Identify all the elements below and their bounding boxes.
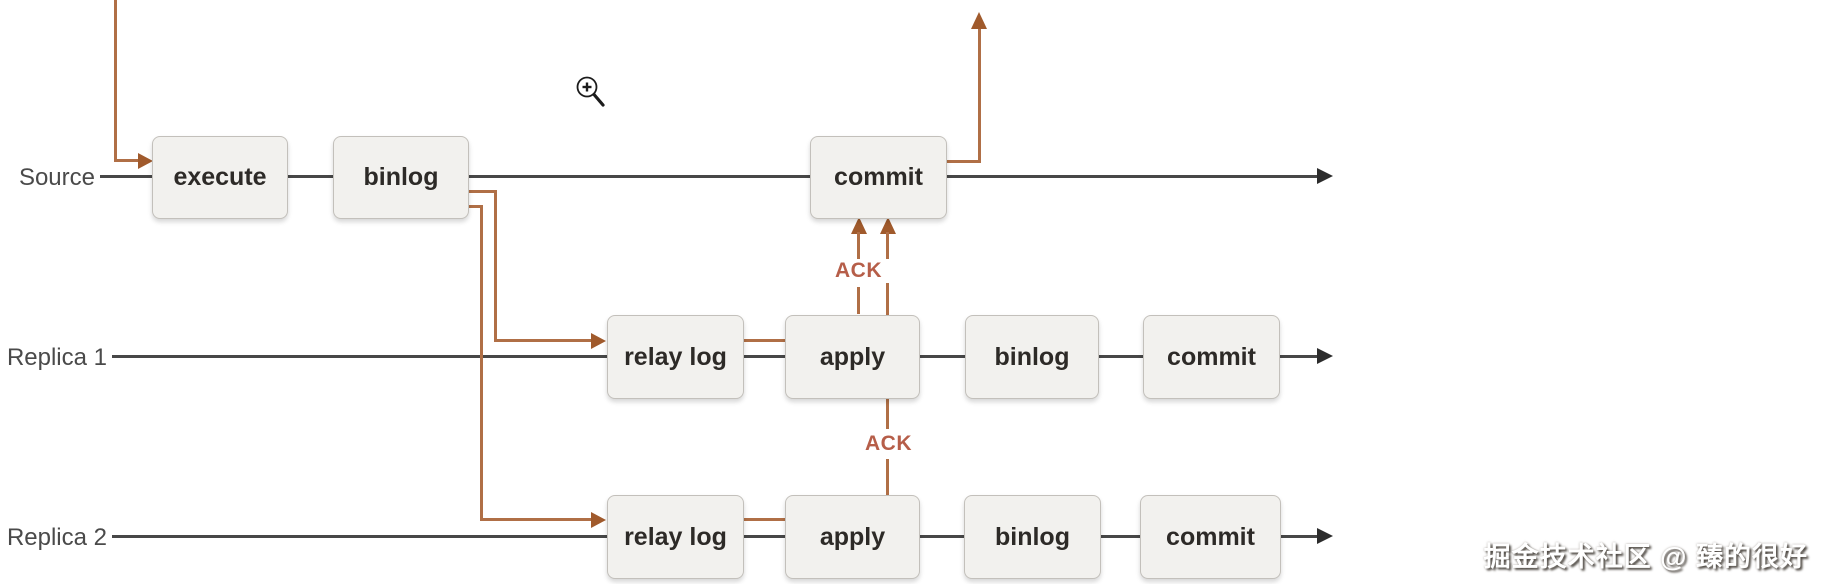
box-replica1-binlog: binlog [965, 315, 1099, 399]
box-replica2-binlog: binlog [964, 495, 1101, 579]
source-timeline-arrowhead-icon [1317, 168, 1333, 184]
binlog-to-relay2-horizontal [480, 518, 592, 521]
client-in-arrowhead-icon [138, 152, 153, 169]
row-label-source: Source [18, 164, 95, 191]
ack2-label: ACK [856, 432, 921, 456]
ack2-arrowhead-icon [879, 217, 896, 234]
source-timeline [100, 175, 1320, 178]
ack1-arrowhead-icon [850, 217, 867, 234]
box-replica1-apply: apply [785, 315, 920, 399]
client-in-arrow-vertical [114, 0, 117, 161]
binlog-to-relay2-arrowhead-icon [591, 511, 606, 528]
commit-return-arrowhead-icon [971, 12, 987, 29]
box-source-binlog: binlog [333, 136, 469, 219]
commit-return-horizontal [944, 160, 981, 163]
ack2-segment-middle [886, 397, 889, 429]
watermark-text: 掘金技术社区 @ 臻的很好 [1483, 542, 1808, 572]
row-label-replica1: Replica 1 [6, 344, 107, 371]
binlog-to-relay2-stub [466, 205, 483, 208]
box-replica1-relaylog: relay log [607, 315, 744, 399]
ack1-label: ACK [826, 259, 891, 283]
ack1-segment-upper [857, 232, 860, 259]
client-in-arrow-horizontal [114, 159, 140, 162]
commit-return-vertical [978, 27, 981, 163]
box-source-execute: execute [152, 136, 288, 219]
replica1-timeline-arrowhead-icon [1317, 348, 1333, 364]
binlog-to-relay2-vertical [480, 205, 483, 521]
replica2-timeline-arrowhead-icon [1317, 528, 1333, 544]
binlog-to-relay1-vertical [494, 190, 497, 342]
relay2-to-apply2-connector [741, 518, 786, 521]
box-replica2-apply: apply [785, 495, 920, 579]
binlog-to-relay1-horizontal [494, 339, 592, 342]
ack2-segment-lower [886, 459, 889, 496]
ack1-segment-lower [857, 287, 860, 314]
relay1-to-apply1-connector [741, 339, 786, 342]
box-replica2-relaylog: relay log [607, 495, 744, 579]
binlog-to-relay1-stub [466, 190, 497, 193]
box-replica2-commit: commit [1140, 495, 1281, 579]
binlog-to-relay1-arrowhead-icon [591, 332, 606, 349]
box-source-commit: commit [810, 136, 947, 219]
zoom-in-cursor-icon [576, 76, 605, 107]
row-label-replica2: Replica 2 [6, 524, 107, 551]
box-replica1-commit: commit [1143, 315, 1280, 399]
